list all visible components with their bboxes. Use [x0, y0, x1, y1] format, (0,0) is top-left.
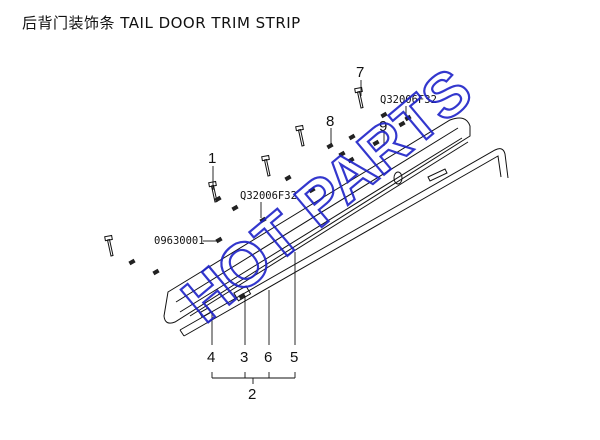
- part-code-left: 09630001: [154, 235, 205, 247]
- clip-icon: [380, 111, 388, 119]
- clip-icon: [259, 216, 267, 224]
- clip-group: [128, 111, 412, 300]
- clip-icon: [338, 150, 346, 158]
- clip-icon: [231, 204, 239, 212]
- lower-strip: [179, 148, 509, 337]
- bolt-icon: [261, 154, 271, 177]
- clip-icon: [398, 120, 406, 128]
- clip-icon: [308, 186, 316, 194]
- clip-icon: [214, 195, 222, 203]
- clip-icon: [348, 133, 356, 141]
- bolt-icon: [295, 124, 305, 147]
- part-code-middle: Q32006F32: [240, 190, 297, 202]
- clip-icon: [326, 142, 334, 150]
- bolt-icon: [104, 234, 114, 257]
- watermark: HOT PARTS: [170, 56, 485, 336]
- clip-icon: [372, 139, 380, 147]
- clip-icon: [404, 114, 412, 122]
- callout-1: 1: [208, 150, 216, 167]
- callout-2: 2: [248, 386, 256, 403]
- callout-8: 8: [326, 113, 334, 130]
- diagram-title: 后背门装饰条 TAIL DOOR TRIM STRIP: [22, 14, 301, 32]
- bolt-group: [104, 86, 364, 257]
- clip-icon: [238, 292, 246, 300]
- callout-5: 5: [290, 349, 298, 366]
- callout-6: 6: [264, 349, 272, 366]
- strip-details: [198, 168, 448, 318]
- trim-strip: [163, 117, 471, 324]
- part-code-upper: Q32006F32: [380, 94, 437, 106]
- clip-icon: [215, 236, 223, 244]
- leader-lines: [203, 80, 407, 384]
- bolt-icon: [354, 86, 364, 109]
- clip-icon: [284, 174, 292, 182]
- clip-icon: [128, 258, 136, 266]
- clip-icon: [347, 156, 355, 164]
- callout-7: 7: [356, 64, 364, 81]
- callout-3: 3: [240, 349, 248, 366]
- callout-9: 9: [379, 118, 387, 135]
- callout-4: 4: [207, 349, 215, 366]
- clip-icon: [152, 268, 160, 276]
